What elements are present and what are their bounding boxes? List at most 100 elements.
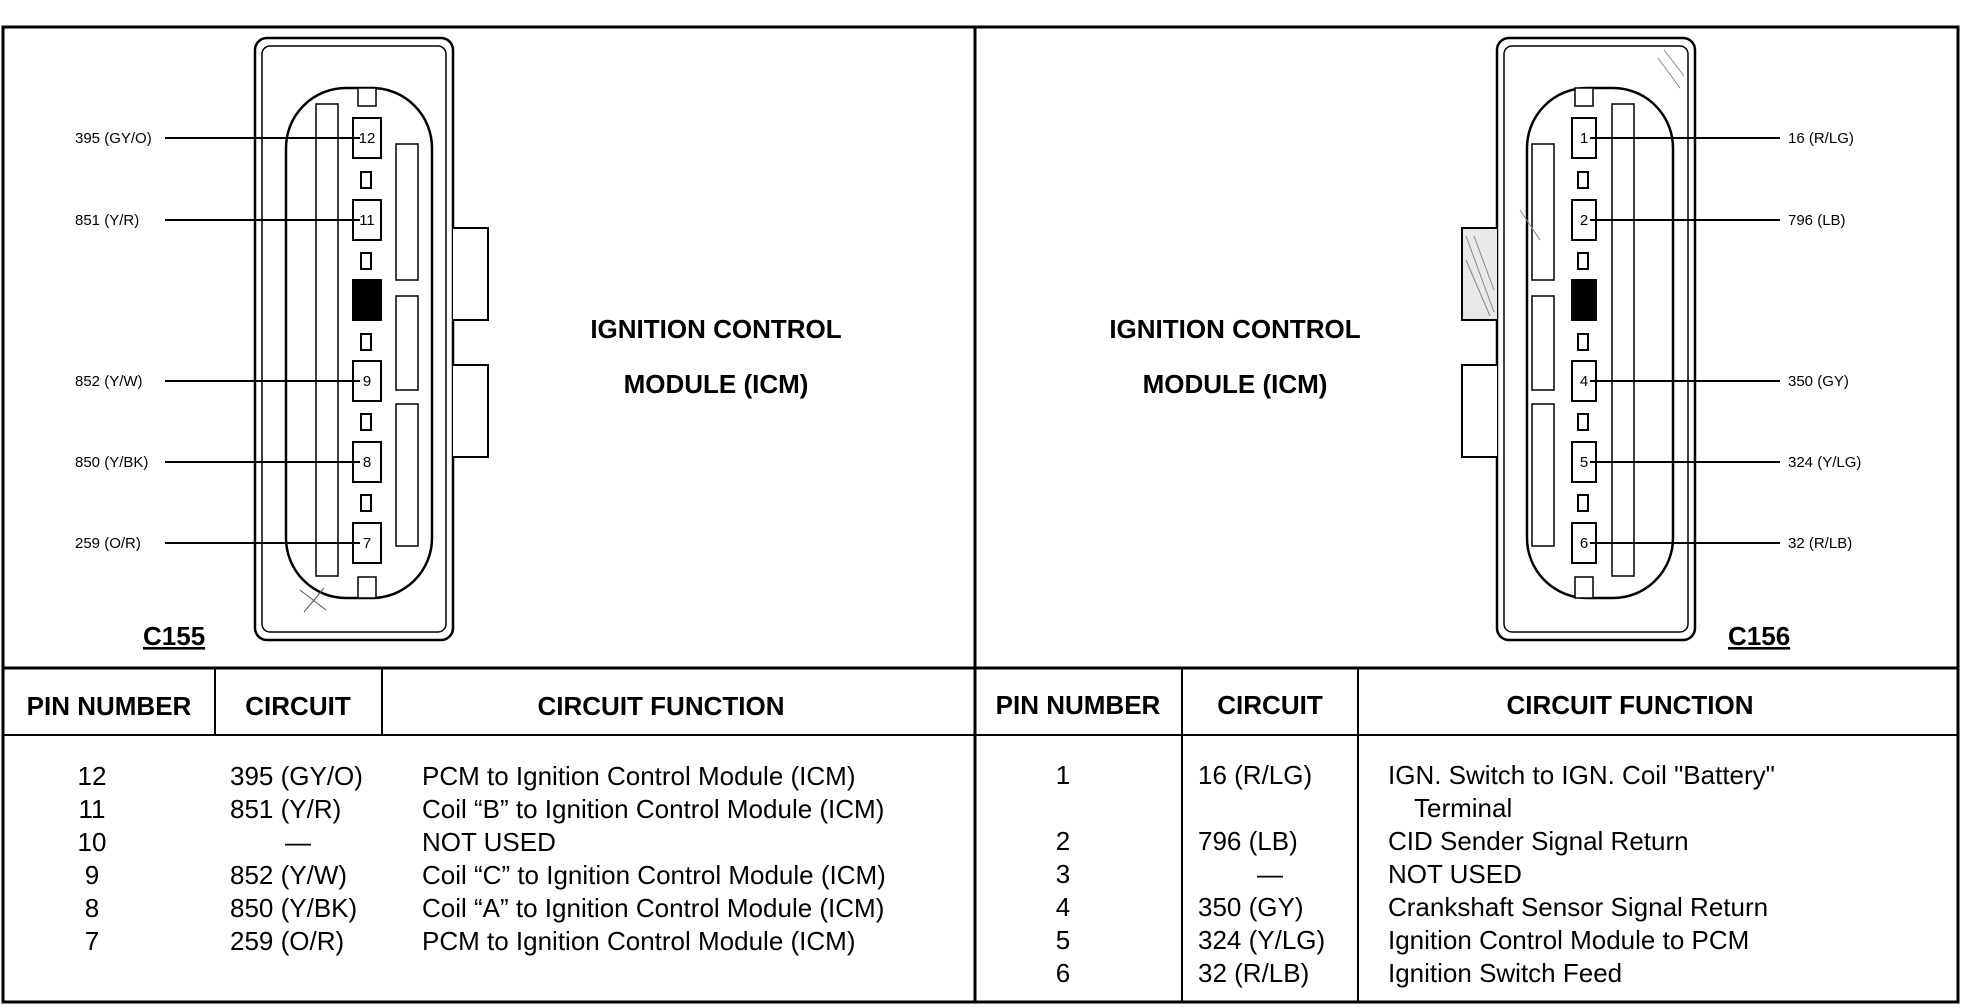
circuit-cell: — [1257,859,1283,889]
pin-cell: 2 [1056,826,1070,856]
left-table-body: 12 395 (GY/O) PCM to Ignition Control Modu… [78,761,886,956]
left-pin-group: 12 395 (GY/O) 11 851 (Y/R) 10 9 852 (Y/W) 8 850 … [75,117,382,564]
wire-label: 16 (R/LG) [1788,130,1854,147]
left-table-row: 10—NOT USED [78,827,556,857]
right-header-pin-number: PIN NUMBER [996,690,1161,720]
left-header-pin-number: PIN NUMBER [27,691,192,721]
pin-cell: 10 [78,827,107,857]
right-header-circuit-function: CIRCUIT FUNCTION [1507,690,1754,720]
circuit-cell: 16 (R/LG) [1198,760,1312,790]
circuit-cell: 851 (Y/R) [230,794,341,824]
pin-cell: 12 [78,761,107,791]
function-cell: CID Sender Signal Return [1388,826,1689,856]
function-cell: IGN. Switch to IGN. Coil "Battery" [1388,760,1775,790]
pin-cell: 4 [1056,892,1070,922]
pin-number: 11 [359,212,375,229]
left-connector-id: C155 [143,621,205,651]
left-header-circuit-function: CIRCUIT FUNCTION [538,691,785,721]
circuit-cell: 796 (LB) [1198,826,1298,856]
pin-box [352,279,382,321]
right-table-body: 1 16 (R/LG) IGN. Switch to IGN. Coil "Batt… [1056,760,1775,988]
pin-number: 4 [1580,373,1588,390]
left-pin-10: 10 [352,279,382,321]
right-table-row: 1 16 (R/LG) IGN. Switch to IGN. Coil "Batt… [1056,760,1775,823]
circuit-cell: 395 (GY/O) [230,761,363,791]
right-table-row: 3 — NOT USED [1056,859,1522,889]
wire-label: 796 (LB) [1788,212,1846,229]
connector-c156 [1461,36,1697,642]
right-connector-id: C156 [1728,621,1790,651]
pin-cell: 1 [1056,760,1070,790]
circuit-cell: 350 (GY) [1198,892,1304,922]
left-table-row: 7 259 (O/R) PCM to Ignition Control Module… [85,926,856,956]
right-title-line2: MODULE (ICM) [1143,369,1328,399]
function-cell: Coil “A” to Ignition Control Module (ICM… [422,893,884,923]
pin-number: 6 [1580,535,1588,552]
function-cell: Crankshaft Sensor Signal Return [1388,892,1768,922]
left-table-row: 12 395 (GY/O) PCM to Ignition Control Modu… [78,761,856,791]
function-cell: PCM to Ignition Control Module (ICM) [422,761,855,791]
function-cell-continued: Terminal [1414,793,1512,823]
pin-number: 12 [359,130,376,147]
right-title-line1: IGNITION CONTROL [1109,314,1360,344]
pin-number: 2 [1580,212,1588,229]
right-header-circuit: CIRCUIT [1217,690,1323,720]
right-table-row: 4 350 (GY) Crankshaft Sensor Signal Return [1056,892,1768,922]
pin-number: 7 [363,535,371,552]
left-pin-11: 11 851 (Y/R) [75,199,382,241]
wire-label: 259 (O/R) [75,535,141,552]
circuit-cell: — [285,827,311,857]
right-pin-4: 4 350 (GY) [1571,360,1849,402]
function-cell: Ignition Control Module to PCM [1388,925,1749,955]
wire-label: 395 (GY/O) [75,130,152,147]
wire-label: 350 (GY) [1788,373,1849,390]
left-title-line1: IGNITION CONTROL [590,314,841,344]
pin-cell: 9 [85,860,99,890]
pin-cell: 11 [79,794,106,824]
pin-number: 5 [1580,454,1588,471]
wire-label: 32 (R/LB) [1788,535,1852,552]
circuit-cell: 850 (Y/BK) [230,893,357,923]
circuit-cell: 324 (Y/LG) [1198,925,1325,955]
right-table-row: 2 796 (LB) CID Sender Signal Return [1056,826,1689,856]
right-pin-3: 3 [1571,279,1597,321]
connector-c155 [253,36,489,642]
right-pin-6: 6 32 (R/LB) [1571,522,1852,564]
pin-number: 1 [1580,130,1588,147]
circuit-cell: 259 (O/R) [230,926,344,956]
pin-number: 9 [363,373,371,390]
right-pin-2: 2 796 (LB) [1571,199,1846,241]
pin-box [1571,279,1597,321]
function-cell: Coil “C” to Ignition Control Module (ICM… [422,860,886,890]
function-cell: Ignition Switch Feed [1388,958,1622,988]
left-pin-7: 7 259 (O/R) [75,522,382,564]
circuit-cell: 32 (R/LB) [1198,958,1309,988]
left-pin-8: 8 850 (Y/BK) [75,441,382,483]
left-title-line2: MODULE (ICM) [624,369,809,399]
left-table-row: 9 852 (Y/W) Coil “C” to Ignition Control M… [85,860,886,890]
pin-number: 3 [1580,292,1588,309]
right-pin-1: 1 16 (R/LG) [1571,117,1854,159]
right-table-row: 5 324 (Y/LG) Ignition Control Module to PC… [1056,925,1750,955]
left-table-row: 11 851 (Y/R) Coil “B” to Ignition Control … [79,794,885,824]
pin-cell: 3 [1056,859,1070,889]
circuit-cell: 852 (Y/W) [230,860,347,890]
wire-label: 851 (Y/R) [75,212,139,229]
pin-number: 10 [359,292,376,309]
pin-number: 8 [363,454,371,471]
function-cell: Coil “B” to Ignition Control Module (ICM… [422,794,884,824]
left-pin-12: 12 395 (GY/O) [75,117,382,159]
left-pin-9: 9 852 (Y/W) [75,360,382,402]
diagram-border [1,25,1960,1004]
function-cell: PCM to Ignition Control Module (ICM) [422,926,855,956]
pin-cell: 5 [1056,925,1070,955]
wire-label: 850 (Y/BK) [75,454,148,471]
function-cell: NOT USED [1388,859,1522,889]
pin-cell: 7 [85,926,99,956]
left-header-circuit: CIRCUIT [245,691,351,721]
wire-label: 852 (Y/W) [75,373,143,390]
